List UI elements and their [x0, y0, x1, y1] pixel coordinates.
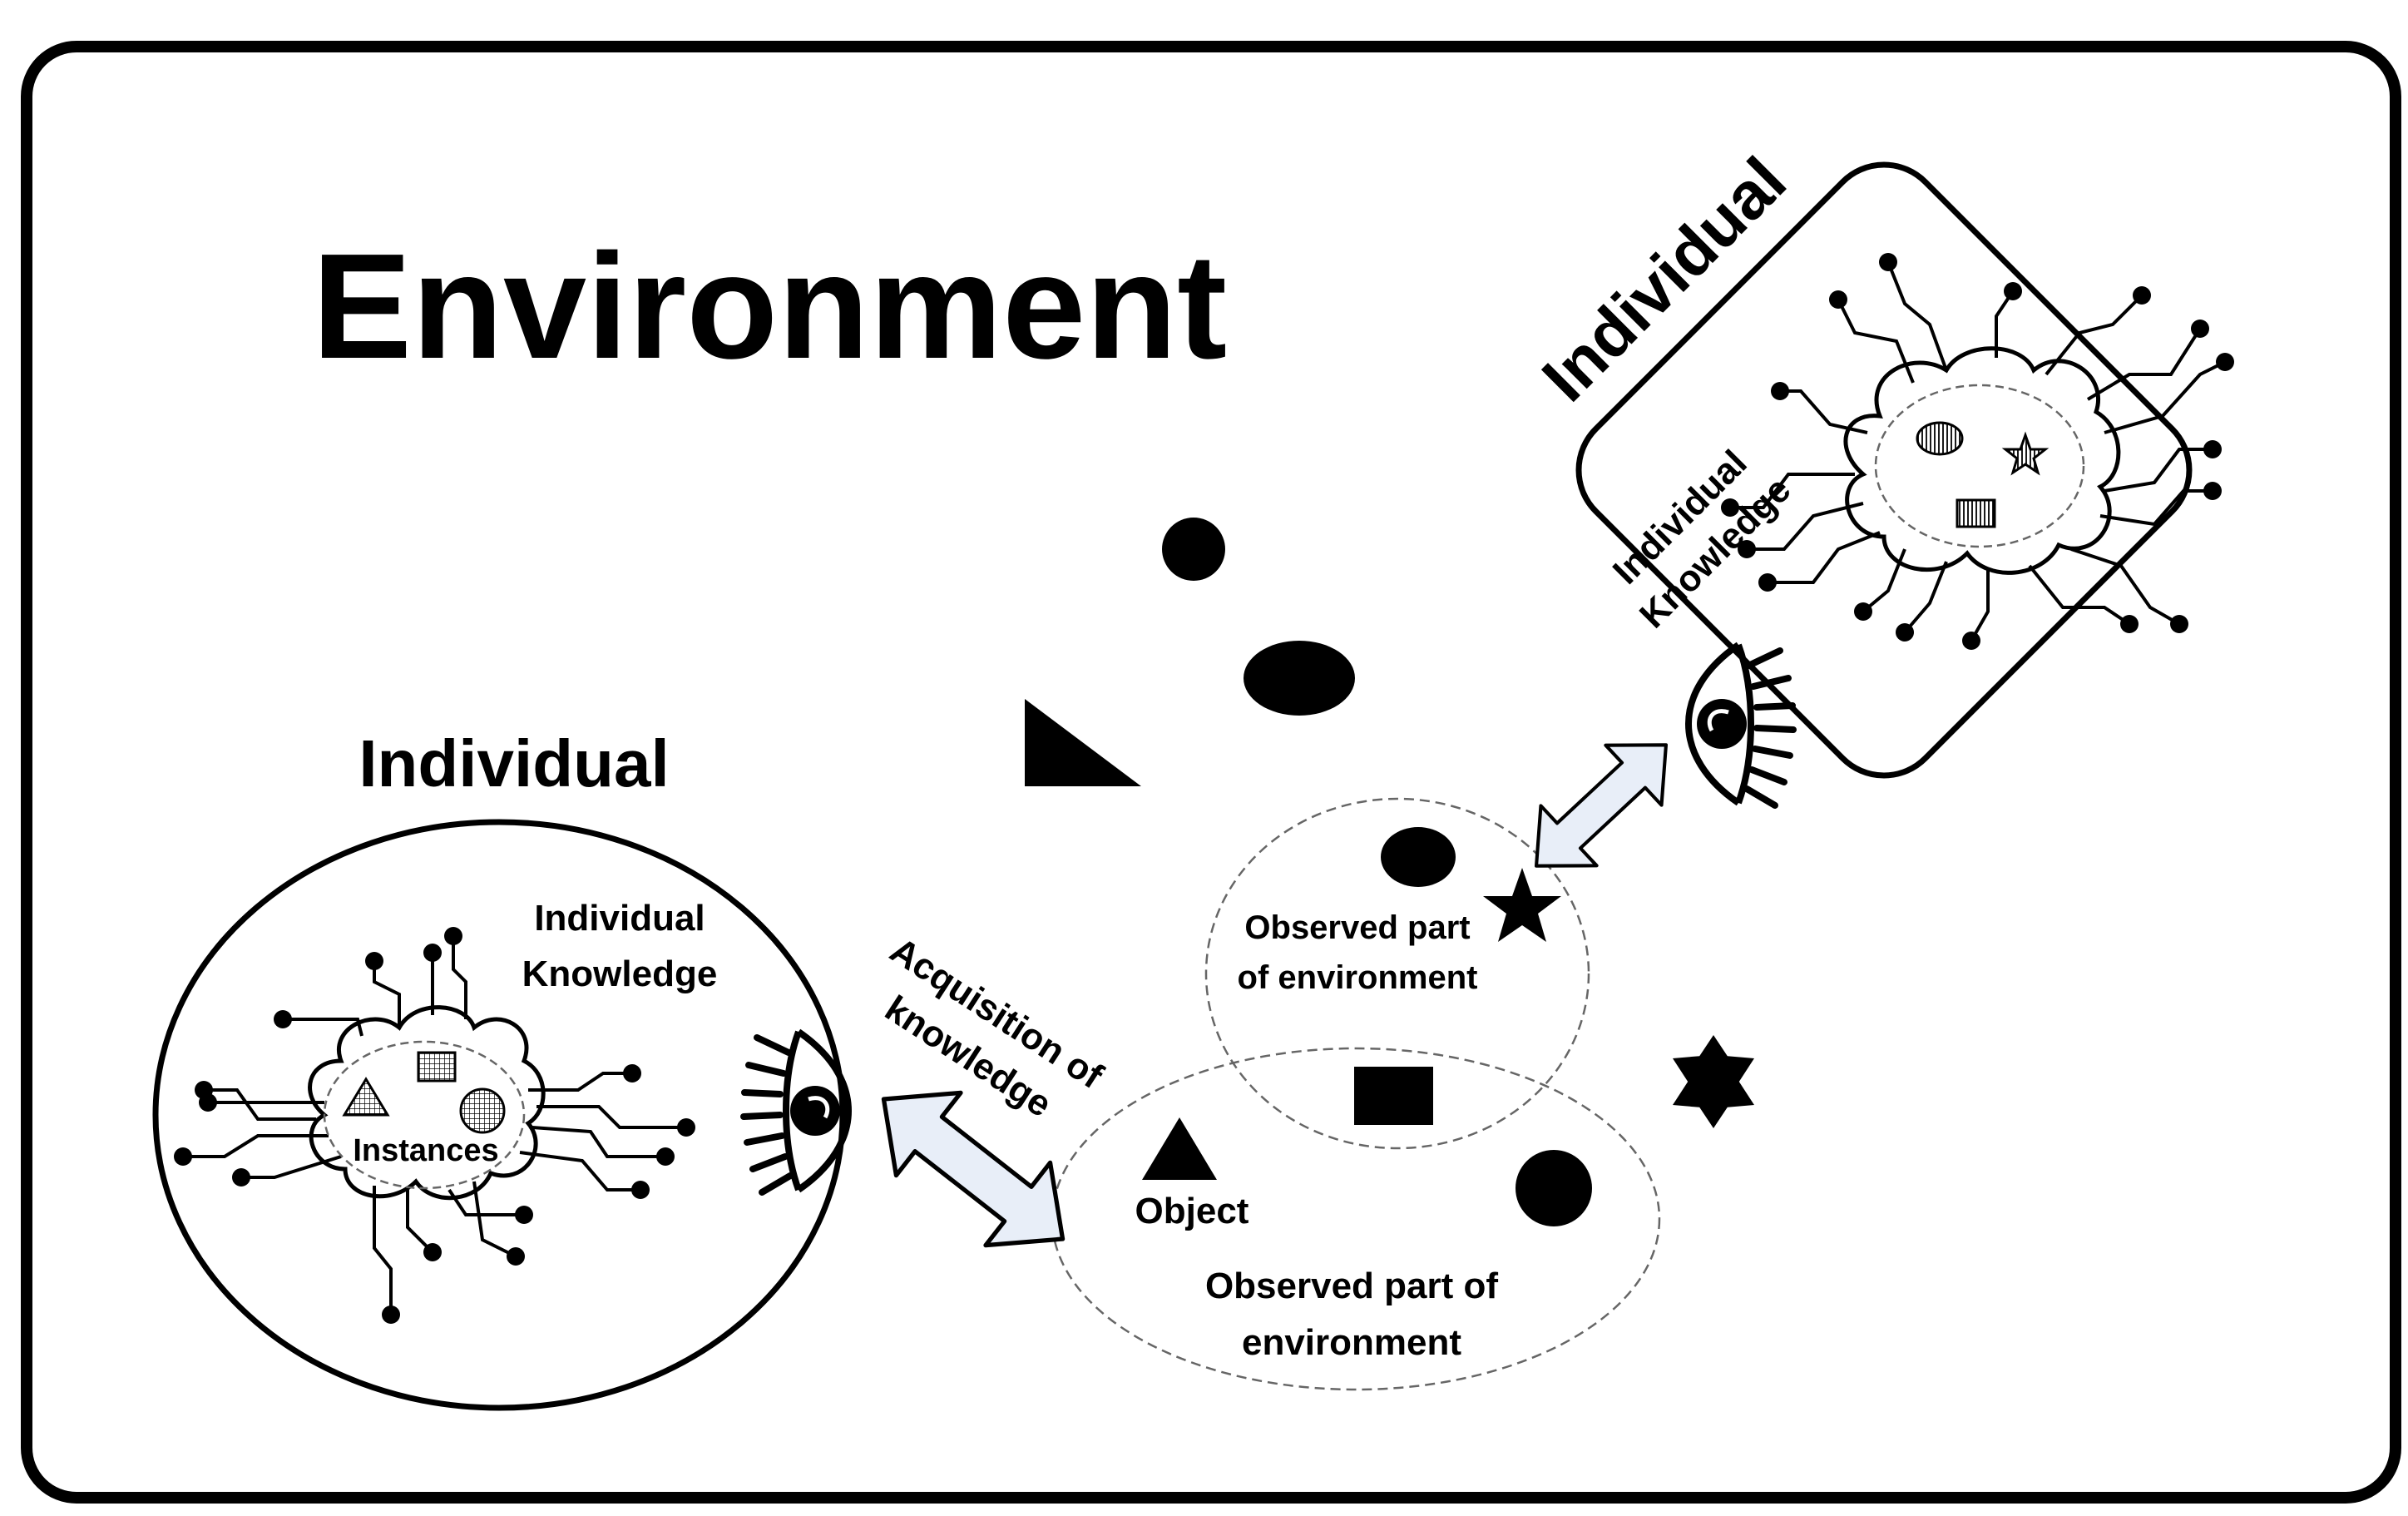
environment-title: Environment: [312, 223, 1227, 390]
individual-left-knowledge-line1: Individual: [534, 898, 705, 939]
object-right-triangle: [1025, 699, 1141, 786]
knowledge-square-striped-icon: [1956, 498, 1996, 528]
instances-label: Instances: [353, 1133, 498, 1168]
instance-circle-icon: [459, 1087, 506, 1134]
instance-square-icon: [417, 1051, 457, 1083]
observed-lower-line1: Observed part of: [1205, 1266, 1498, 1306]
object-star-five: [1483, 868, 1561, 942]
knowledge-star-striped-icon: [2001, 431, 2050, 476]
individual-left-label: Individual: [358, 726, 669, 800]
object-circle-small: [1162, 518, 1225, 581]
individual-left-knowledge-line2: Knowledge: [522, 954, 718, 994]
observed-upper-line1: Observed part: [1244, 909, 1470, 946]
knowledge-ellipse-striped-icon: [1916, 421, 1964, 456]
knowledge-region-right: [1874, 384, 2085, 548]
observed-region-upper: [1204, 797, 1590, 1150]
object-ellipse: [1244, 641, 1355, 716]
object-triangle: [1142, 1117, 1217, 1180]
object-rectangle: [1354, 1067, 1433, 1125]
observed-upper-line2: of environment: [1238, 959, 1478, 996]
instance-triangle-icon: [342, 1077, 390, 1117]
object-ellipse-observed: [1381, 827, 1456, 887]
observed-lower-line2: environment: [1242, 1322, 1461, 1363]
instances-region: [323, 1040, 526, 1190]
object-label: Object: [1135, 1191, 1249, 1231]
object-circle-observed: [1516, 1150, 1592, 1226]
